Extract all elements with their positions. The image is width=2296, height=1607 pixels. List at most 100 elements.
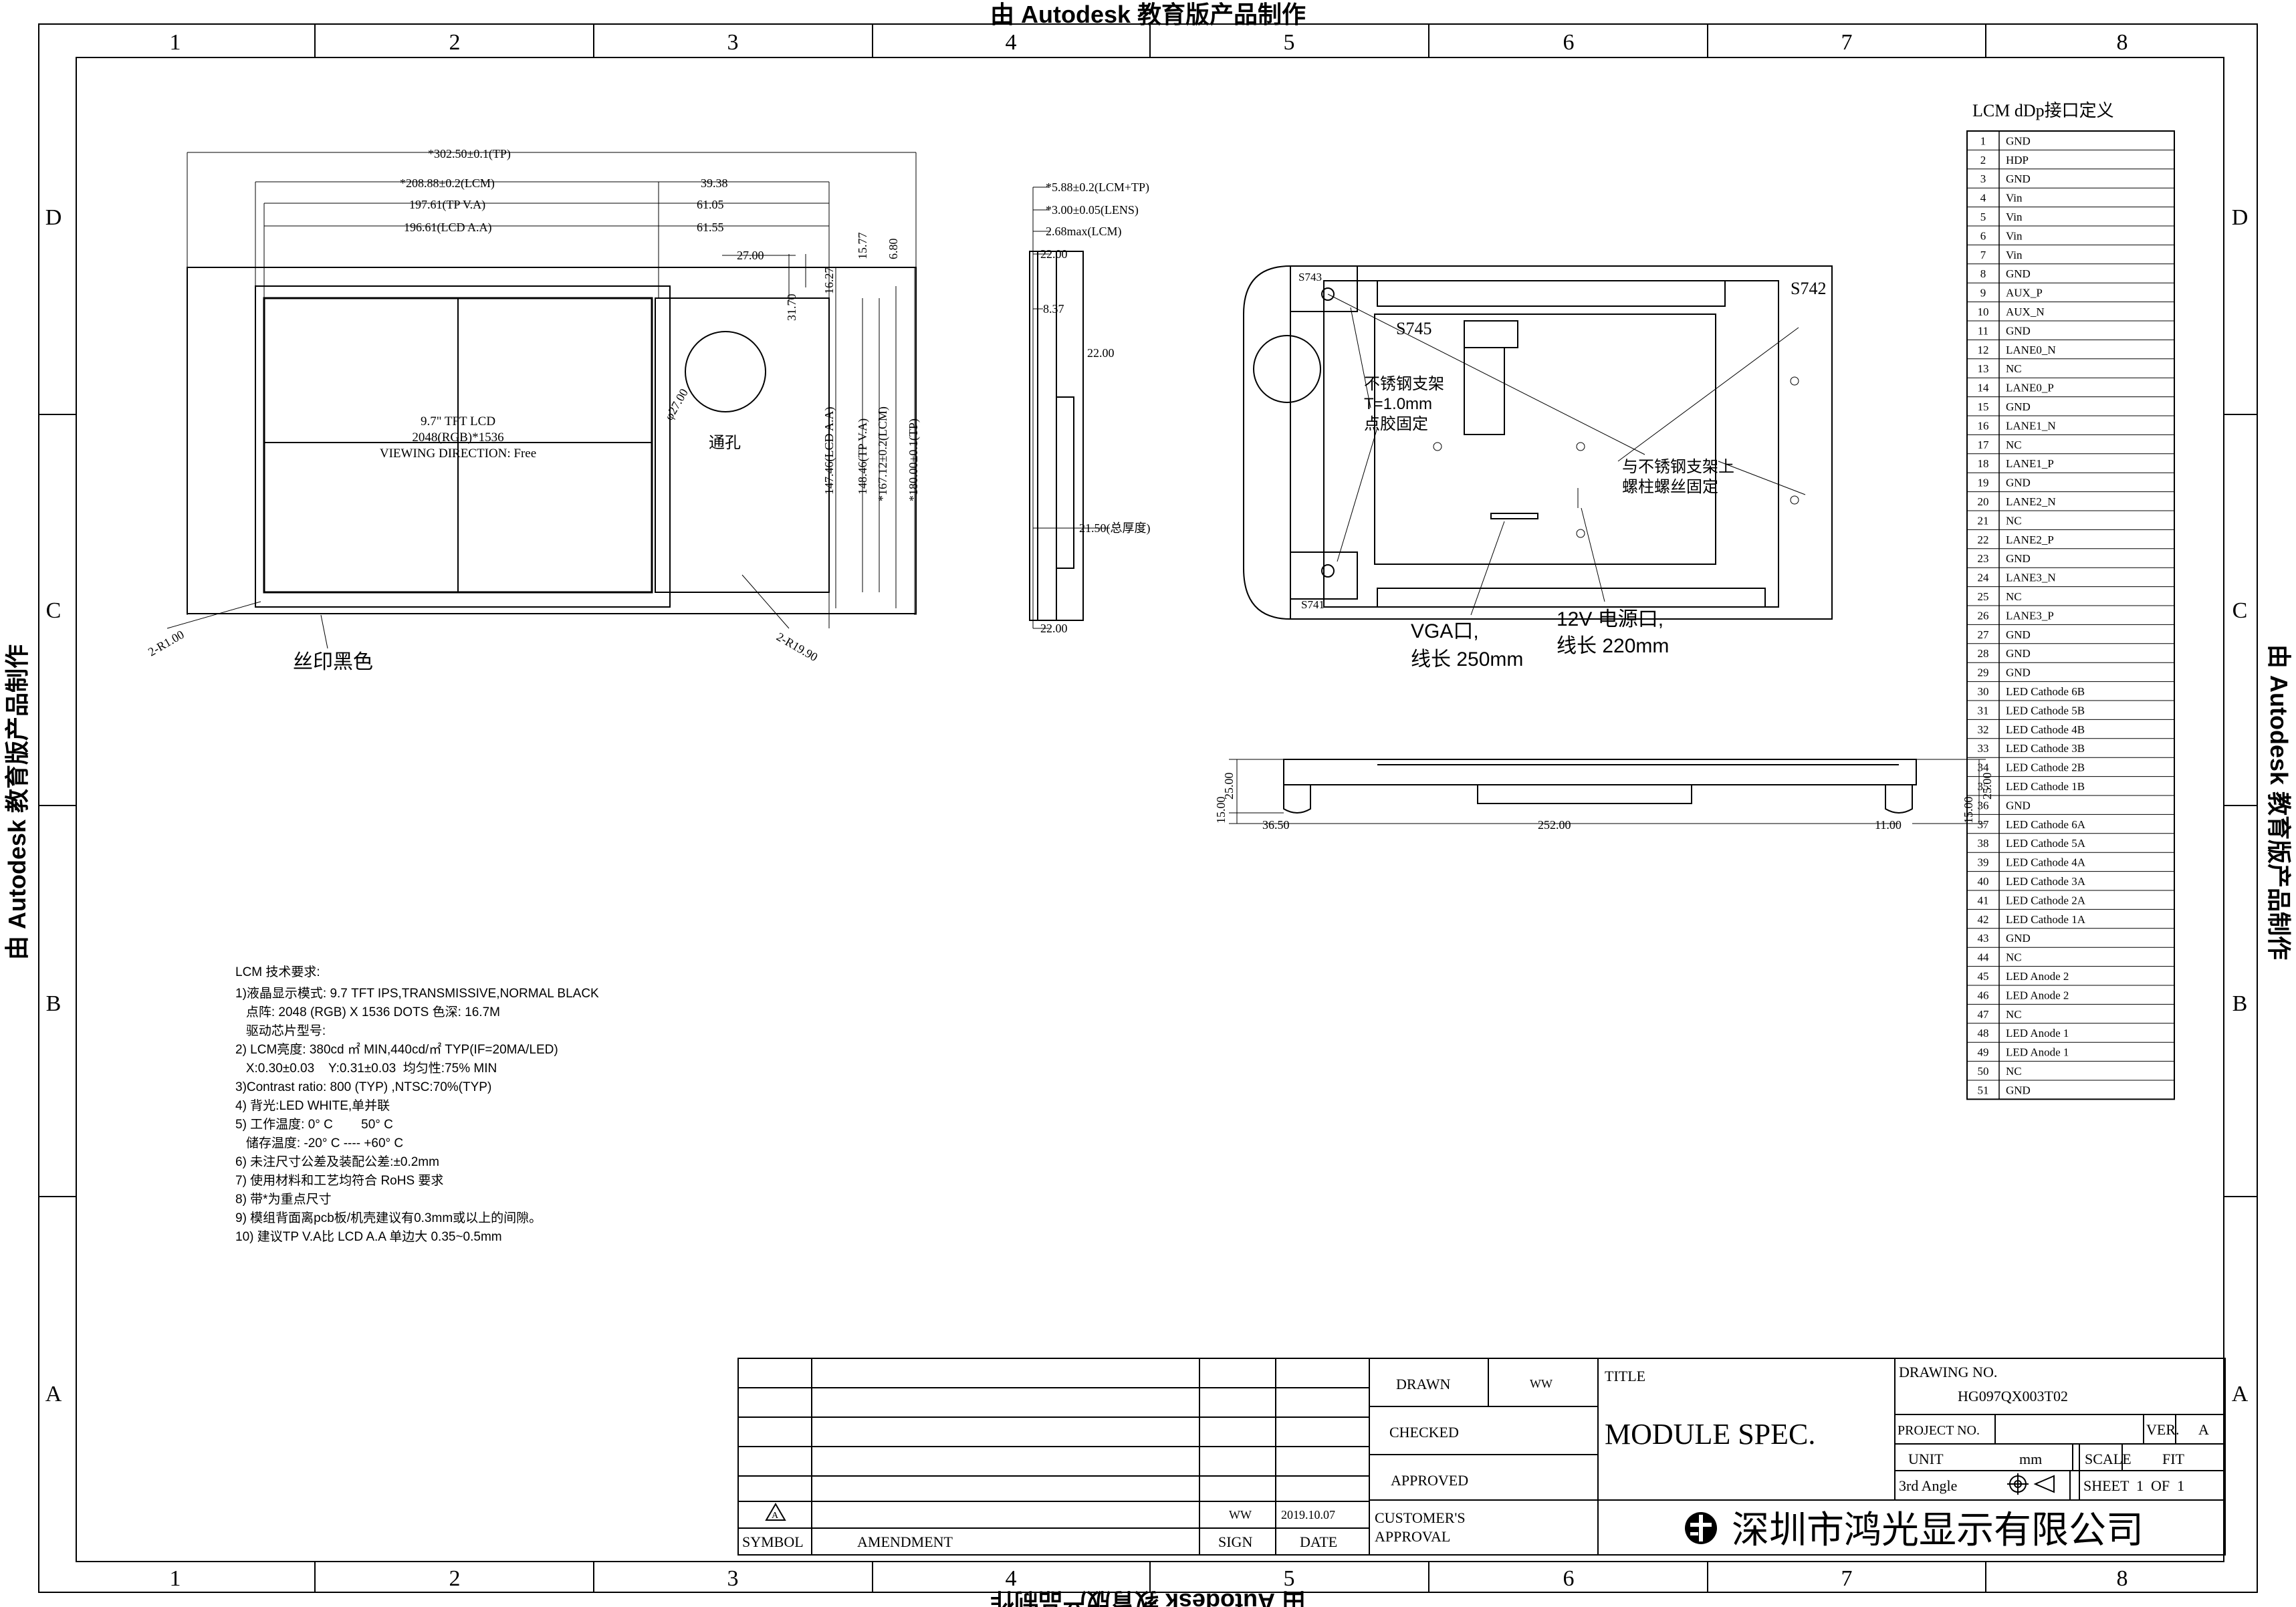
pin-signal: Vin — [2006, 192, 2023, 205]
pin-number: 1 — [1980, 134, 1986, 147]
pin-number: 10 — [1978, 305, 1989, 318]
sheet-value: SHEET 1 OF 1 — [2083, 1477, 2184, 1494]
note-line: 驱动芯片型号: — [235, 1023, 326, 1038]
col-label: 7 — [1841, 1566, 1853, 1591]
pin-signal: NC — [2006, 951, 2022, 964]
pin-signal: LED Cathode 6B — [2006, 685, 2085, 698]
pin-number: 16 — [1978, 419, 1989, 432]
pin-number: 3 — [1980, 172, 1986, 185]
note-line: 9) 模组背面离pcb板/机壳建议有0.3mm或以上的间隙。 — [235, 1211, 542, 1225]
back-label: 线长 250mm — [1411, 648, 1523, 670]
print-label: 丝印黑色 — [293, 651, 373, 673]
approved-label: APPROVED — [1391, 1472, 1468, 1489]
row-label: C — [2232, 598, 2248, 623]
col-label: 8 — [2117, 30, 2128, 55]
pin-number: 20 — [1978, 495, 1989, 508]
lcd-label: 9.7" TFT LCD — [421, 414, 495, 428]
pin-signal: Vin — [2006, 229, 2023, 242]
pin-signal: GND — [2006, 799, 2031, 812]
row-label: A — [45, 1382, 62, 1406]
pin-table-frame — [1966, 130, 2175, 1100]
pin-signal: LANE0_P — [2006, 382, 2054, 394]
pin-number: 8 — [1980, 267, 1986, 280]
pin-number: 27 — [1978, 628, 1990, 641]
note-line: 点阵: 2048 (RGB) X 1536 DOTS 色深: 16.7M — [235, 1005, 500, 1019]
col-label: 6 — [1563, 1566, 1575, 1591]
pin-signal: GND — [2006, 267, 2031, 280]
back-label: VGA口, — [1411, 620, 1479, 642]
pin-number: 9 — [1980, 287, 1986, 299]
back-label: 螺柱螺丝固定 — [1622, 478, 1718, 496]
pin-number: 47 — [1978, 1008, 1990, 1021]
pin-number: 15 — [1978, 400, 1989, 413]
pin-number: 48 — [1978, 1027, 1989, 1039]
col-label: 1 — [170, 1566, 181, 1591]
front-dim: 16.27 — [822, 267, 836, 295]
watermark-top: 由 Autodesk 教育版产品制作 — [990, 1, 1306, 28]
unit-value: mm — [2019, 1451, 2042, 1467]
col-label: 4 — [1006, 1566, 1017, 1591]
checked-label: CHECKED — [1389, 1424, 1459, 1441]
pin-signal: LED Cathode 5B — [2006, 704, 2085, 717]
col-label: 7 — [1841, 30, 1853, 55]
angle-label: 3rd Angle — [1899, 1477, 1957, 1494]
pin-number: 17 — [1978, 439, 1990, 451]
pin-number: 14 — [1978, 382, 1990, 394]
front-dim: *180.00±0.1(TP) — [907, 418, 921, 501]
pin-signal: GND — [2006, 932, 2031, 945]
note-line: 储存温度: -20° C ---- +60° C — [235, 1136, 403, 1150]
pin-number: 18 — [1978, 457, 1989, 470]
front-dim: 2-R19.90 — [774, 630, 820, 664]
pin-signal: NC — [2006, 1065, 2022, 1078]
back-label: S745 — [1396, 319, 1431, 338]
pin-number: 37 — [1978, 818, 1990, 831]
pin-signal: NC — [2006, 1008, 2022, 1021]
note-line: 2) LCM亮度: 380cd ㎡ MIN,440cd/㎡ TYP(IF=20M… — [235, 1041, 558, 1057]
pin-signal: AUX_N — [2006, 305, 2045, 318]
note-line: 7) 使用材料和工艺均符合 RoHS 要求 — [235, 1173, 443, 1188]
col-label: 6 — [1563, 30, 1575, 55]
back-label: 不锈钢支架 — [1364, 375, 1444, 393]
col-label: 1 — [170, 30, 181, 55]
pin-signal: GND — [2006, 666, 2031, 679]
pin-signal: LED Cathode 3A — [2006, 875, 2086, 888]
pin-table-title: LCM dDp接口定义 — [1972, 101, 2114, 120]
side-dim: 8.37 — [1043, 302, 1064, 316]
note-line: 10) 建议TP V.A比 LCD A.A 单边大 0.35~0.5mm — [235, 1229, 502, 1244]
unit-label: UNIT — [1908, 1451, 1944, 1467]
pin-number: 36 — [1978, 799, 1989, 812]
pin-signal: LANE1_P — [2006, 457, 2054, 470]
lcd-label: VIEWING DIRECTION: Free — [380, 447, 536, 461]
pin-signal: GND — [2006, 647, 2031, 660]
ver-label: VER. — [2146, 1421, 2180, 1438]
front-view: *302.50±0.1(TP) *208.88±0.2(LCM) 197.61(… — [146, 147, 921, 673]
pin-number: 35 — [1978, 780, 1989, 793]
drawn-label: DRAWN — [1396, 1376, 1450, 1392]
pin-number: 12 — [1978, 344, 1989, 356]
note-line: 5) 工作温度: 0° C 50° C — [235, 1117, 393, 1132]
pin-signal: LANE2_N — [2006, 495, 2056, 508]
pin-number: 32 — [1978, 723, 1989, 736]
amendment-label: AMENDMENT — [857, 1533, 953, 1550]
pin-number: 5 — [1980, 211, 1986, 223]
pin-signal: GND — [2006, 477, 2031, 489]
note-line: X:0.30±0.03 Y:0.31±0.03 均匀性:75% MIN — [235, 1061, 497, 1076]
pin-number: 22 — [1978, 533, 1989, 546]
row-label: B — [46, 991, 62, 1016]
drawn-value: WW — [1530, 1377, 1553, 1390]
front-dim: *208.88±0.2(LCM) — [400, 176, 495, 191]
side-view: *5.88±0.2(LCM+TP) *3.00±0.05(LENS) 2.68m… — [1029, 180, 1151, 635]
lcd-label: 2048(RGB)*1536 — [412, 430, 503, 445]
row-label: D — [45, 205, 62, 230]
title-block: A WW 2019.10.07 SYMBOL AMENDMENT SIGN DA… — [737, 1358, 2226, 1556]
back-label: T=1.0mm — [1364, 395, 1432, 413]
bottom-dim: 15.00 — [1962, 797, 1975, 824]
back-label: 与不锈钢支架上 — [1622, 458, 1734, 476]
pin-number: 45 — [1978, 970, 1989, 983]
third-angle-projection-icon — [2007, 1473, 2055, 1495]
pin-number: 19 — [1978, 477, 1989, 489]
company-logo-icon — [1685, 1512, 1717, 1544]
note-line: 6) 未注尺寸公差及装配公差:±0.2mm — [235, 1154, 439, 1169]
row-label: A — [2232, 1382, 2249, 1406]
